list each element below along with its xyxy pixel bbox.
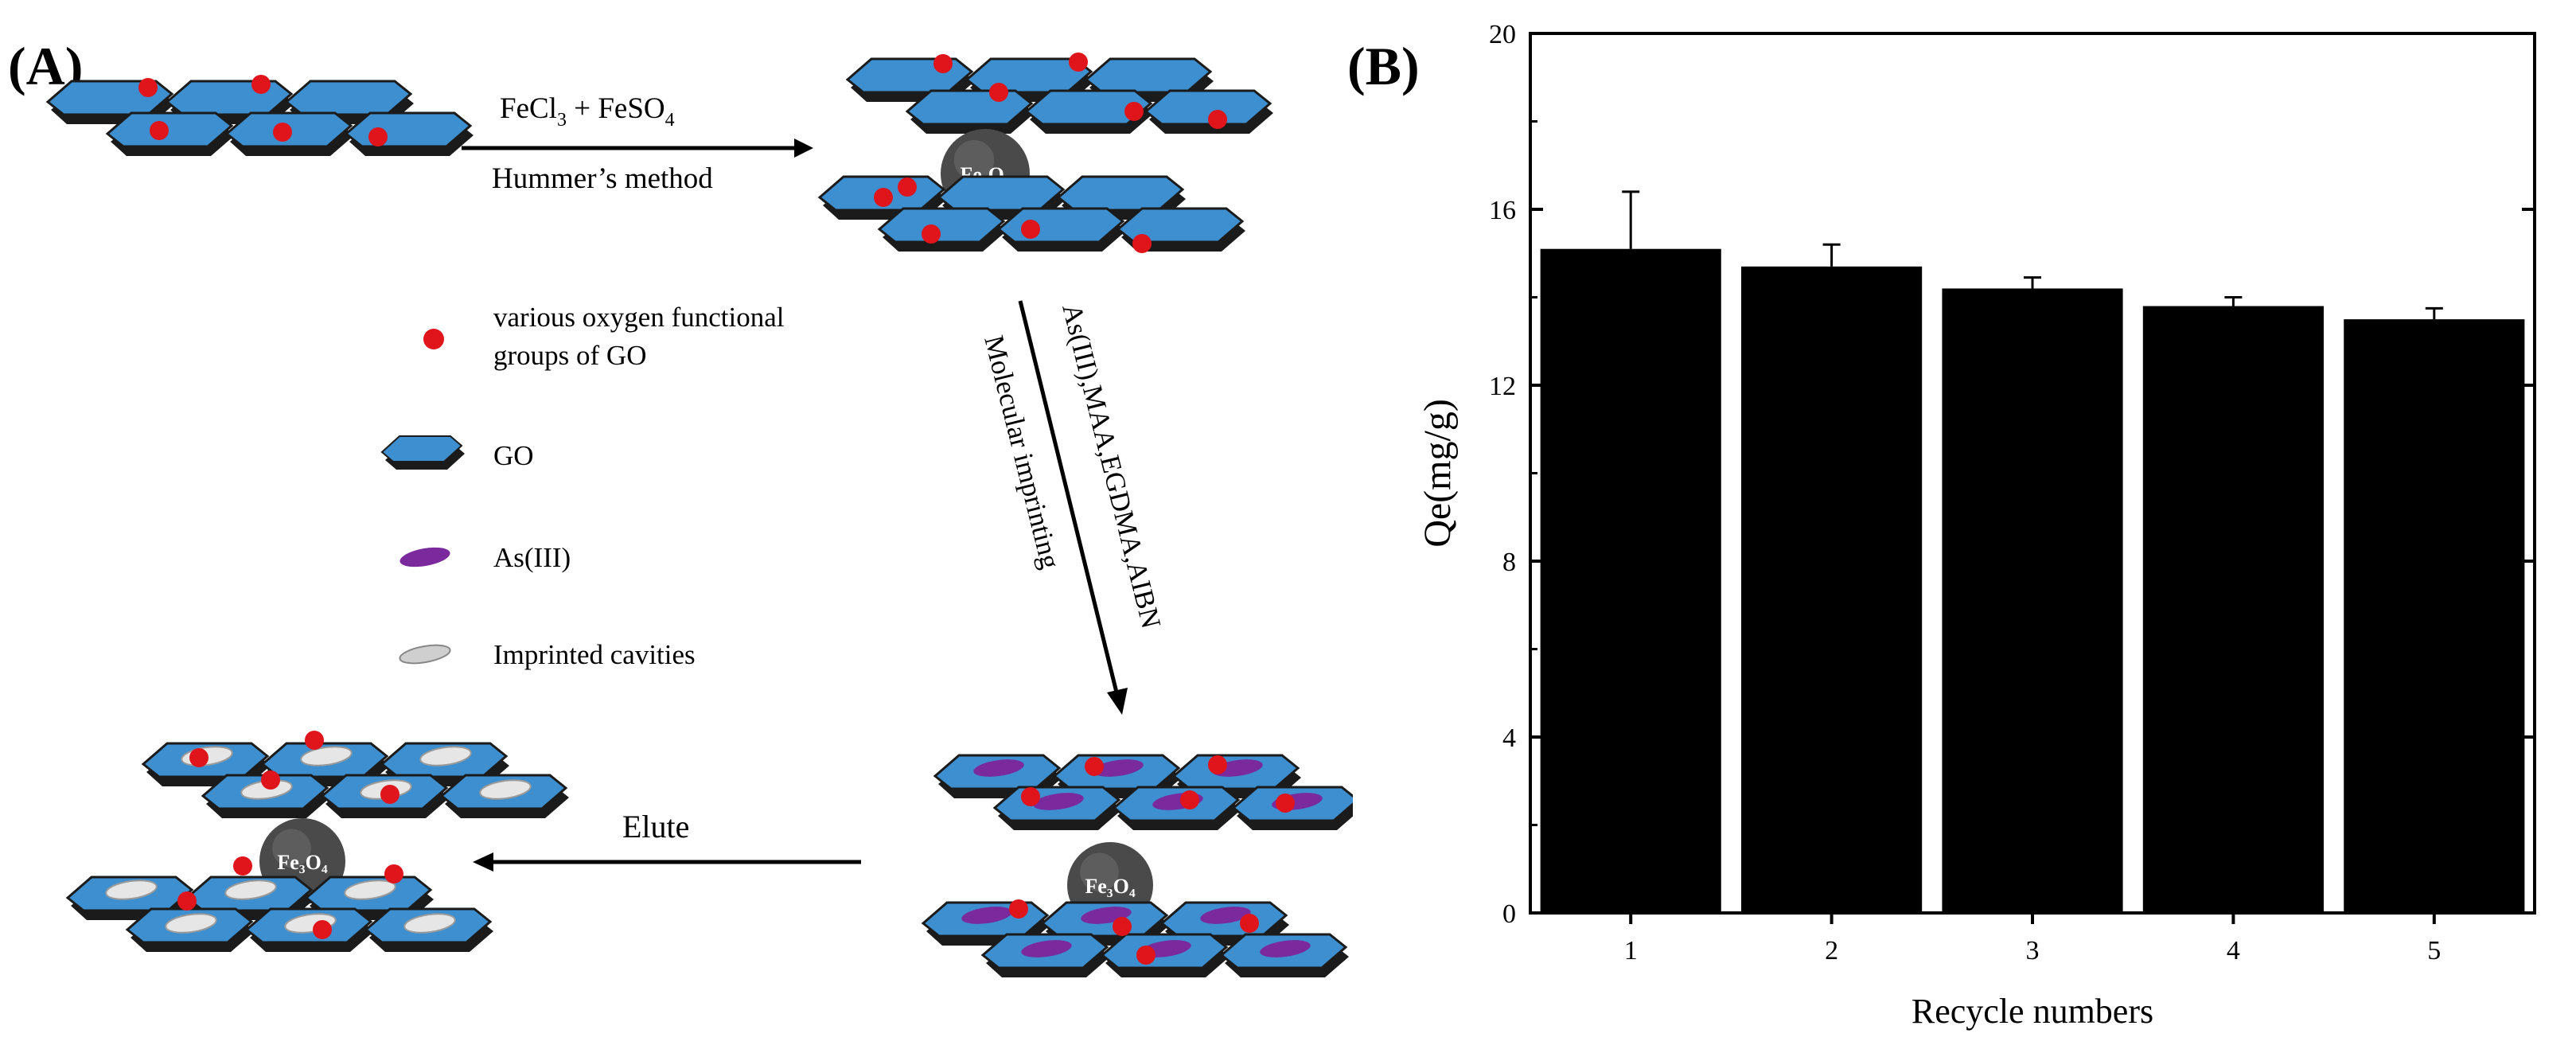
bar bbox=[1942, 288, 2123, 913]
bar bbox=[2142, 306, 2324, 913]
fe3o4-label: Fe₃O₄ bbox=[1085, 875, 1135, 898]
bar bbox=[2344, 319, 2525, 913]
panel-b-label: (B) bbox=[1347, 36, 1420, 96]
x-tick-label: 3 bbox=[2026, 936, 2040, 965]
y-tick-label: 20 bbox=[1489, 20, 1516, 49]
y-tick-label: 8 bbox=[1502, 548, 1516, 577]
legend-label: As(III) bbox=[493, 542, 571, 573]
legend-label: GO bbox=[493, 440, 534, 471]
go-sheet-upper bbox=[845, 53, 1273, 134]
x-tick-label: 5 bbox=[2427, 936, 2441, 965]
step1-reagents: FeCl3 + FeSO4 bbox=[500, 92, 675, 131]
legend-label: Imprinted cavities bbox=[493, 639, 696, 670]
step1-method: Hummer’s method bbox=[492, 162, 713, 195]
imprinted-sheet-lower bbox=[65, 856, 493, 952]
y-tick-label: 0 bbox=[1502, 899, 1516, 929]
as-loaded-sheet-upper bbox=[933, 754, 1353, 830]
legend-label: various oxygen functional bbox=[493, 302, 785, 333]
legend-label: groups of GO bbox=[493, 340, 646, 371]
arrow-step1-head bbox=[794, 138, 813, 158]
x-tick-label: 2 bbox=[1825, 936, 1838, 965]
arrow-step2 bbox=[1018, 300, 1121, 703]
y-tick-label: 12 bbox=[1489, 372, 1516, 401]
y-tick-label: 16 bbox=[1489, 196, 1516, 225]
legend: various oxygen functional groups of GO G… bbox=[380, 302, 785, 670]
as-loaded-sheet-lower bbox=[921, 899, 1349, 977]
imprinted-cavity-icon bbox=[399, 644, 451, 665]
imprinted-sheet-upper bbox=[141, 731, 569, 818]
arrow-step3-head bbox=[473, 852, 493, 872]
x-tick-label: 4 bbox=[2227, 936, 2240, 965]
as-iii-icon bbox=[399, 547, 450, 568]
red-dot-icon bbox=[423, 329, 444, 349]
step3-label: Elute bbox=[622, 809, 689, 844]
fe3o4-label: Fe₃O₄ bbox=[277, 851, 327, 874]
go-sheet bbox=[45, 75, 474, 156]
go-sheet-icon bbox=[380, 435, 465, 470]
bar bbox=[1540, 248, 1721, 914]
y-tick-label: 4 bbox=[1502, 724, 1516, 753]
x-axis-label: Recycle numbers bbox=[1912, 992, 2153, 1031]
x-tick-label: 1 bbox=[1624, 936, 1638, 965]
y-axis-label: Qe(mg/g) bbox=[1417, 399, 1459, 548]
arrow-step2-head bbox=[1107, 688, 1128, 715]
bar bbox=[1741, 266, 1923, 913]
